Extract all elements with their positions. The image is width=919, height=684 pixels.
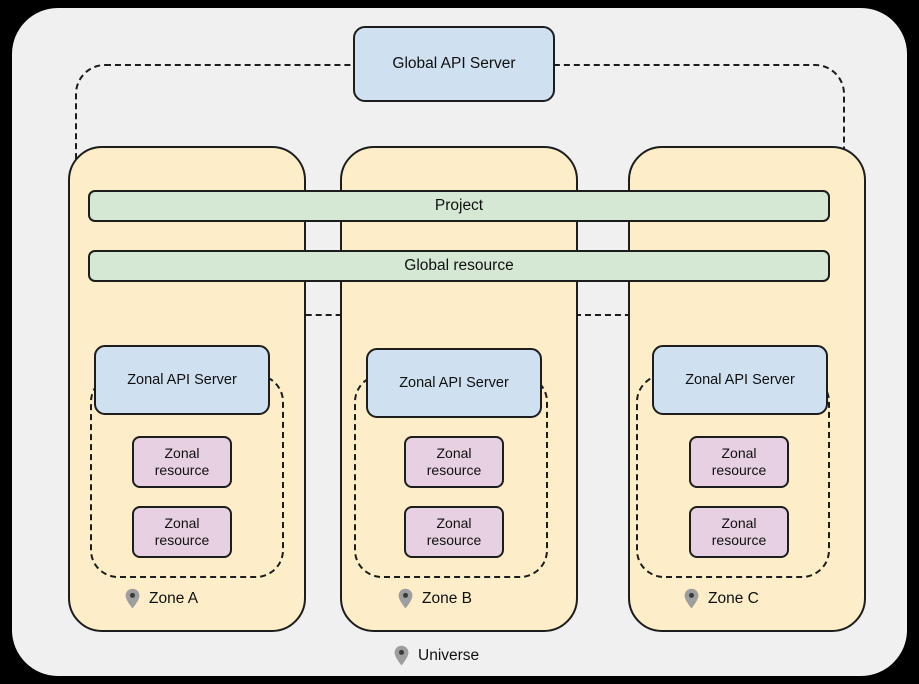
zone-a-zonal-resource-2[interactable]: Zonal resource [132,506,232,558]
zone-a-label: Zone A [149,589,199,607]
zone-b-zonal-resource-1-line2: resource [426,462,482,478]
zone-a-zonal-api-server-label: Zonal API Server [127,372,237,388]
universe-label: Universe [418,646,480,664]
map-pin-icon [398,588,413,609]
zone-b-zonal-resource-2-line2: resource [426,532,482,548]
zone-c-zonal-api-server-label: Zonal API Server [685,372,795,388]
zone-a-zonal-api-server-box[interactable]: Zonal API Server [94,345,270,415]
global-api-server-box[interactable]: Global API Server [353,26,555,102]
zone-c-zonal-resource-1-line2: resource [711,462,767,478]
zone-a-pin-label: Zone A [125,588,198,609]
zone-b-zonal-resource-2-line1: Zonal [436,515,472,531]
zone-b-zonal-resource-1-line1: Zonal [436,445,472,461]
zone-b-pin-label: Zone B [398,588,472,609]
universe-pin-label: Universe [394,645,479,666]
zone-c-pin-label: Zone C [684,588,759,609]
map-pin-icon [394,645,409,666]
project-bar[interactable]: Project [88,190,830,222]
zone-a-zonal-resource-1-line2: resource [154,462,210,478]
zone-b-zonal-resource-2[interactable]: Zonal resource [404,506,504,558]
zone-a-zonal-resource-1[interactable]: Zonal resource [132,436,232,488]
zone-a-zonal-resource-2-line2: resource [154,532,210,548]
zone-b-label: Zone B [422,589,472,607]
global-resource-bar-label: Global resource [404,257,514,274]
zone-c-zonal-resource-1-line1: Zonal [721,445,757,461]
global-api-server-label: Global API Server [392,55,516,72]
zone-c-label: Zone C [708,589,759,607]
zone-c-zonal-resource-1[interactable]: Zonal resource [689,436,789,488]
project-bar-label: Project [434,197,484,214]
global-resource-bar[interactable]: Global resource [88,250,830,282]
zone-b-zonal-api-server-label: Zonal API Server [399,375,509,391]
map-pin-icon [684,588,699,609]
zone-c-zonal-api-server-box[interactable]: Zonal API Server [652,345,828,415]
zone-c-zonal-resource-2-line2: resource [711,532,767,548]
zone-a-zonal-resource-1-line1: Zonal [164,445,200,461]
map-pin-icon [125,588,140,609]
zone-c-zonal-resource-2[interactable]: Zonal resource [689,506,789,558]
zone-b-zonal-resource-1[interactable]: Zonal resource [404,436,504,488]
zone-c-zonal-resource-2-line1: Zonal [721,515,757,531]
zone-b-zonal-api-server-box[interactable]: Zonal API Server [366,348,542,418]
zone-a-zonal-resource-2-line1: Zonal [164,515,200,531]
